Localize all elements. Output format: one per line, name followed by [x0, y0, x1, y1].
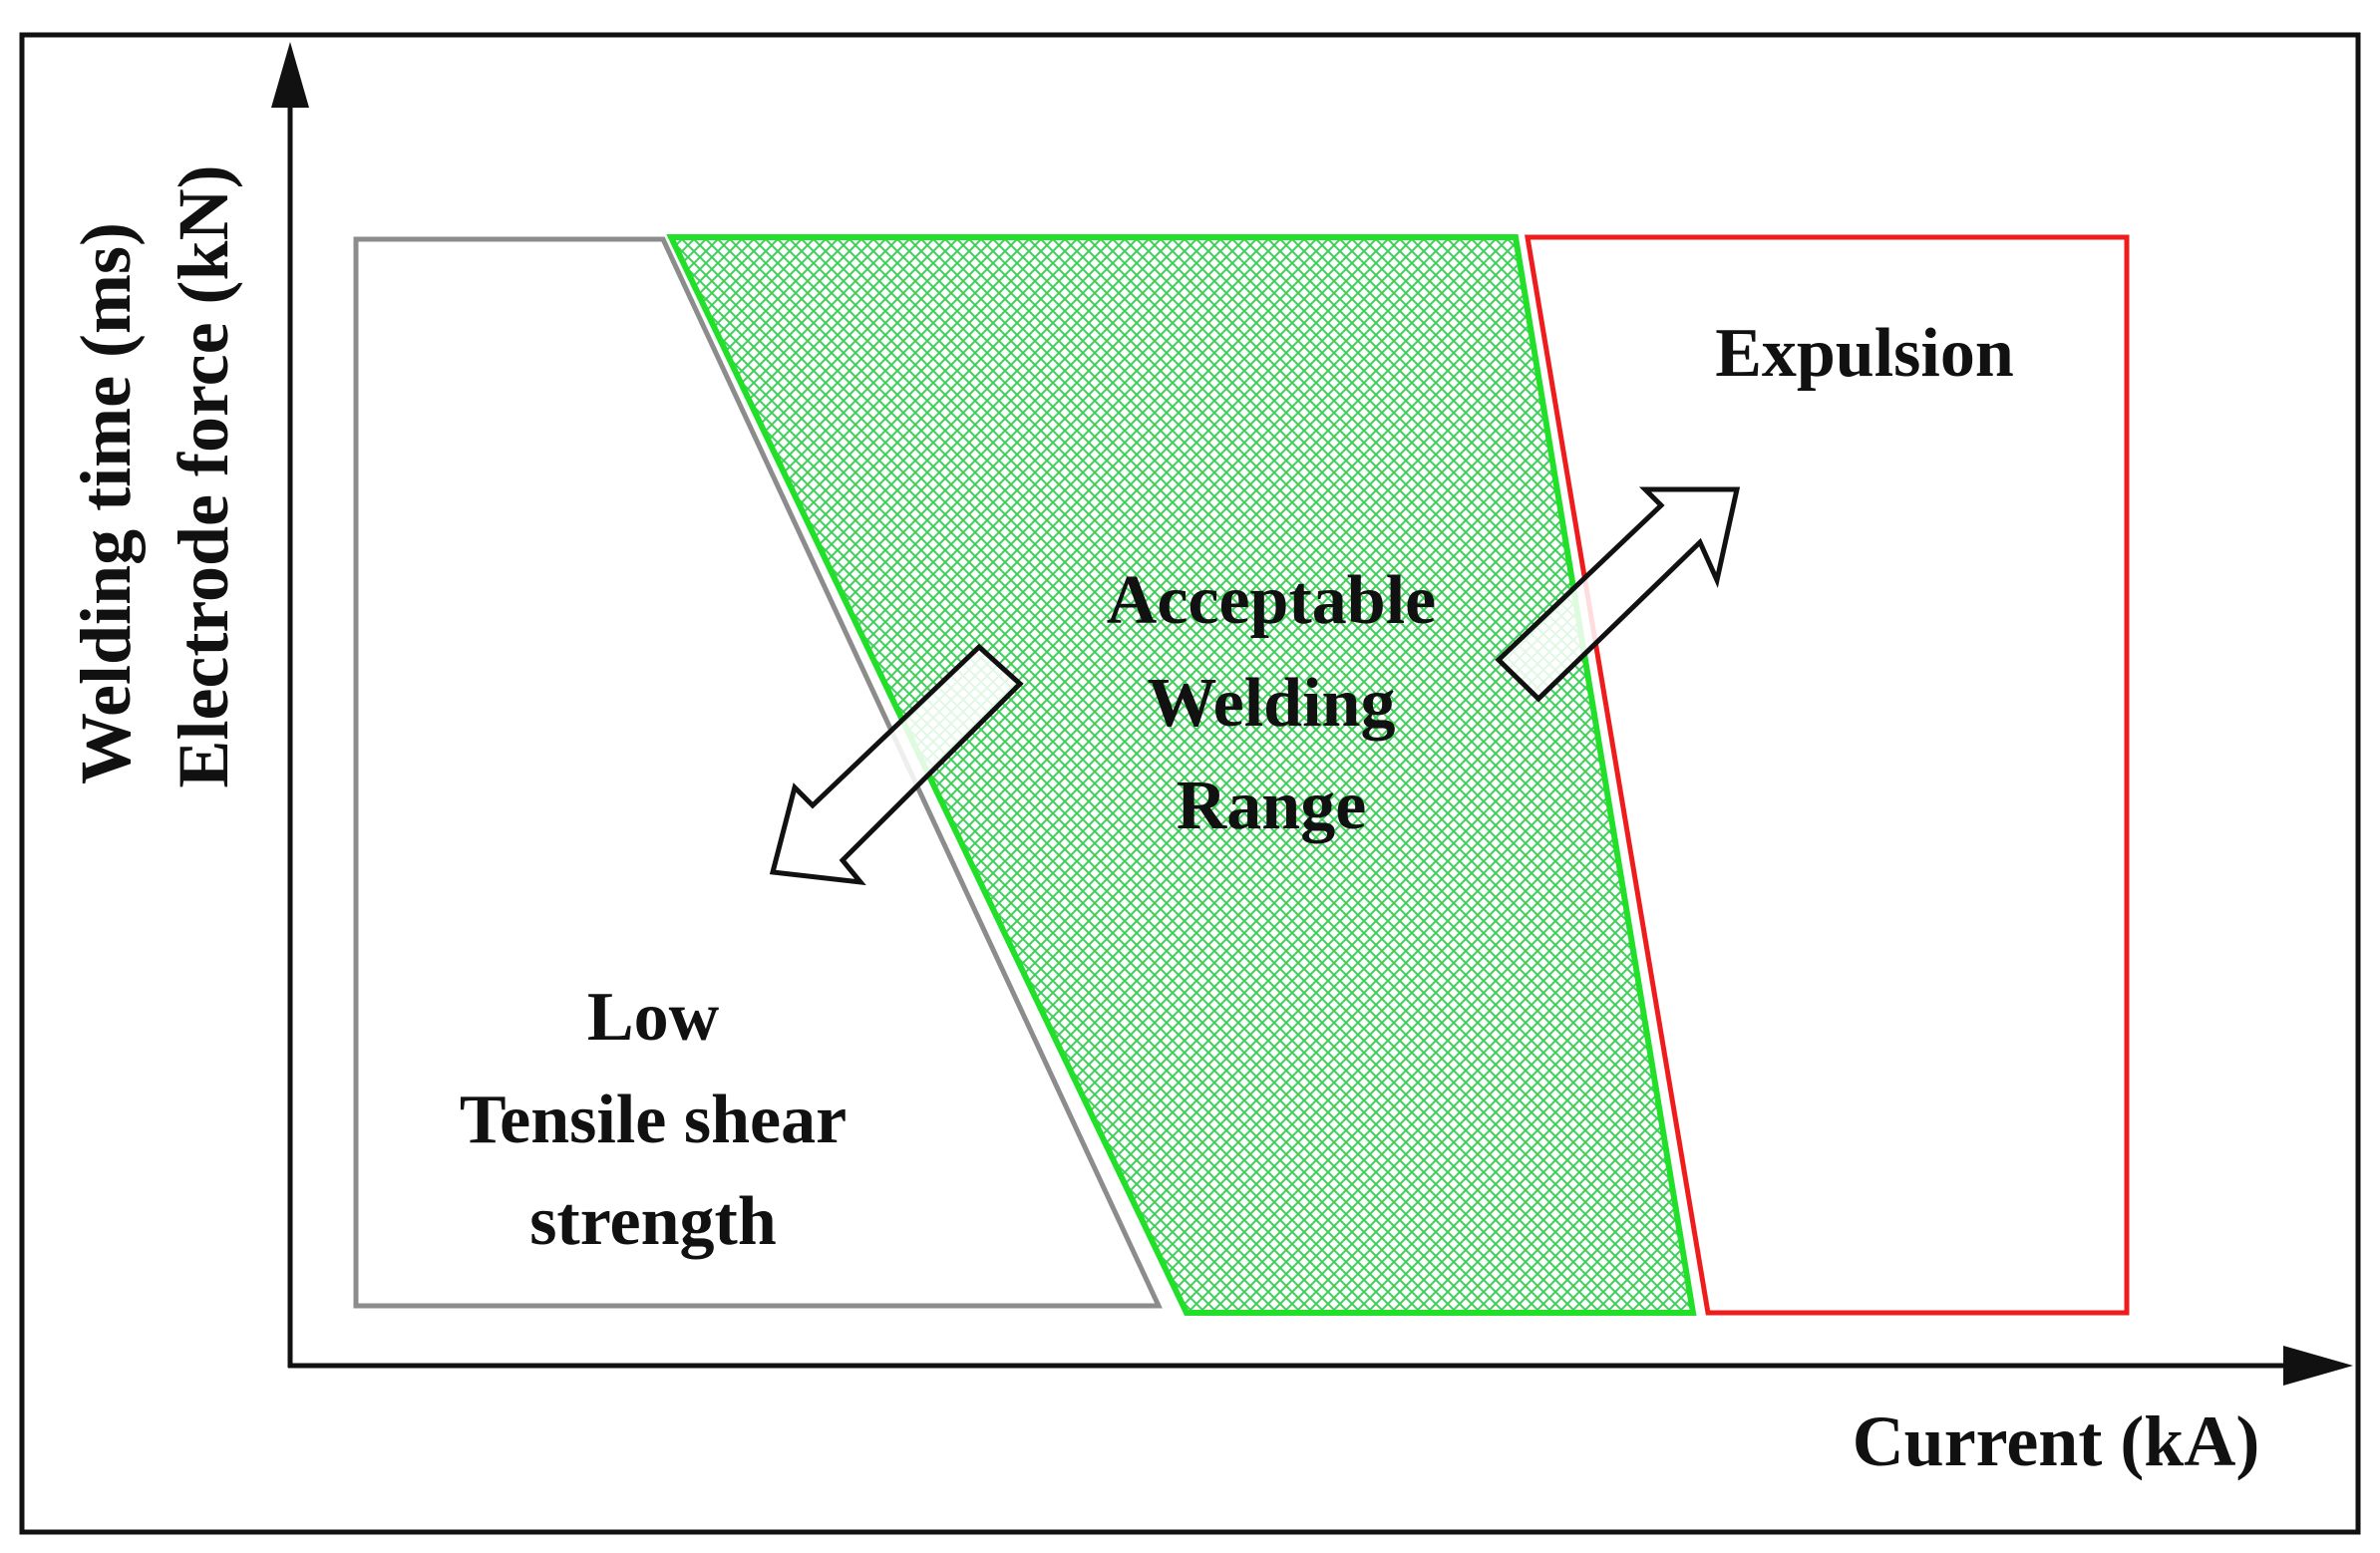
acceptable-welding-region: [666, 234, 1697, 1316]
acceptable-label-line3: Range: [1177, 768, 1367, 844]
x-axis-label: Current (kA): [1853, 1401, 2260, 1481]
y-axis-arrowhead: [271, 42, 309, 108]
low-strength-label-line1: Low: [587, 979, 720, 1056]
y-axis-label-line1: Welding time (ms): [66, 222, 146, 784]
low-strength-label-line2: Tensile shear: [460, 1082, 847, 1158]
y-axis-label-line2: Electrode force (kN): [164, 164, 243, 787]
low-strength-label-line3: strength: [529, 1183, 777, 1260]
figure-frame: [19, 32, 2361, 1535]
acceptable-label-line1: Acceptable: [1107, 562, 1436, 639]
low-strength-region: [353, 236, 1163, 1309]
x-axis-arrowhead: [2283, 1346, 2353, 1386]
expulsion-label: Expulsion: [1715, 315, 2014, 392]
expulsion-region: [1525, 234, 2130, 1316]
arrow-toward-low-strength: [769, 643, 1024, 886]
acceptable-label-line2: Welding: [1148, 665, 1396, 742]
arrow-toward-expulsion: [1495, 486, 1741, 703]
